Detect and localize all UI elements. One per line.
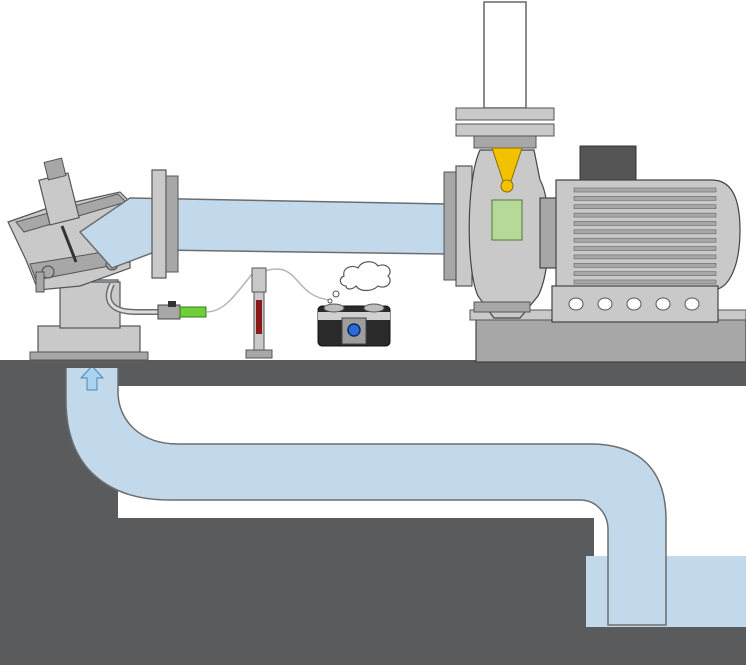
- motor-fin: [573, 229, 717, 235]
- motor-fin: [573, 187, 717, 193]
- pump-label-plate: [491, 199, 523, 241]
- motor-fin: [573, 212, 717, 218]
- priming-valve: [157, 304, 181, 320]
- motor-fin: [573, 221, 717, 226]
- motor-base-hole: [655, 297, 671, 311]
- cloud-icon: [327, 261, 391, 304]
- discharge-flange-top: [455, 107, 555, 121]
- main-pipe: [78, 165, 473, 287]
- motor-fin: [573, 246, 717, 251]
- level-gauge: [245, 267, 273, 359]
- discharge-column: [455, 1, 555, 149]
- pump-impeller-hub: [500, 179, 514, 193]
- camera-cable: [261, 268, 331, 301]
- motor-fin: [573, 254, 717, 260]
- priming-valve-handle: [168, 301, 176, 307]
- motor-fin: [573, 204, 717, 210]
- ground-mass: [0, 366, 746, 665]
- motor-fin: [573, 279, 717, 285]
- valve-clamp: [35, 271, 45, 293]
- motor-base-holes: [568, 297, 700, 311]
- priming-line: [105, 261, 391, 359]
- motor: [551, 145, 741, 323]
- motor-base-hole: [568, 297, 584, 311]
- motor-terminal-box: [579, 145, 637, 183]
- valve-stem: [60, 225, 78, 263]
- discharge-riser: [483, 1, 527, 109]
- motor-fin: [573, 262, 717, 268]
- valve-actuator-cap: [43, 157, 67, 181]
- ground-left-wall: [0, 366, 48, 665]
- pump-volute: [468, 147, 550, 319]
- ground: [0, 366, 746, 665]
- floor-slab: [0, 360, 746, 368]
- motor-base-hole: [597, 297, 613, 311]
- valve-base-plate: [29, 351, 149, 361]
- pipe-flange-left: [151, 169, 167, 279]
- main-pipe-body: [78, 197, 447, 269]
- motor-base-hole: [626, 297, 642, 311]
- motor-fin: [573, 237, 717, 243]
- arrow-up-icon: [79, 365, 105, 391]
- camera-icon: [317, 303, 391, 347]
- discharge-neck: [473, 135, 537, 149]
- motor-base-hole: [684, 297, 700, 311]
- motor-fin: [573, 196, 717, 201]
- pump-foot: [473, 301, 531, 313]
- motor-fin: [573, 271, 717, 276]
- sensor-cable: [205, 273, 253, 313]
- motor-cooling-fins: [573, 187, 717, 285]
- priming-sensor: [179, 306, 207, 318]
- pipe-flange-left-inner: [165, 175, 179, 273]
- suction-pipe: [65, 279, 667, 626]
- base-plinth: [475, 317, 746, 363]
- discharge-flange-bottom: [455, 123, 555, 137]
